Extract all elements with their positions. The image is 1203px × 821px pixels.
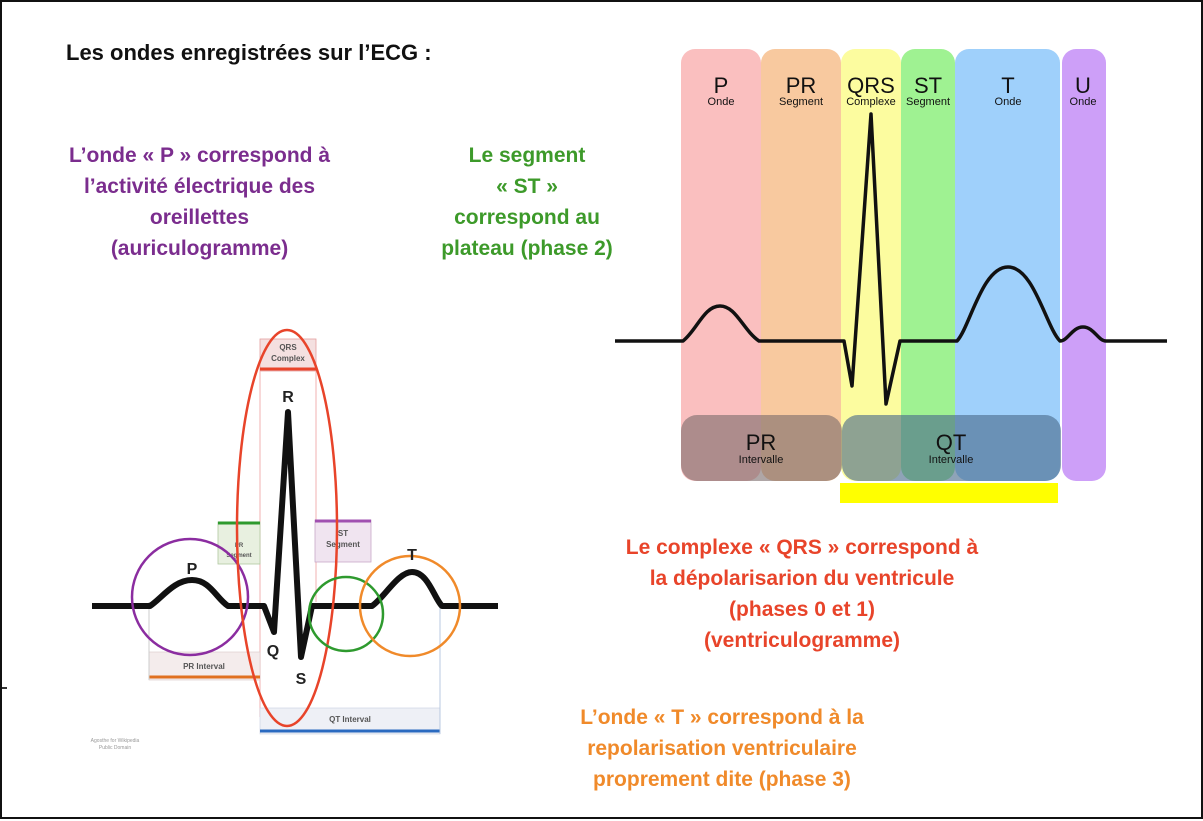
credit-line-1: Agosthe for Wikipedia [91,738,140,744]
credit-line-2: Public Domain [99,745,131,751]
st-segment-label-1: ST [338,529,348,538]
t-circle [358,554,462,658]
p-wave-line: l’activité électrique des [83,175,316,198]
band-u-sub: Onde [1070,96,1097,108]
interval-qt-box [842,415,1061,481]
band-pr-label: PR [786,73,817,98]
wave-bands [681,49,1106,481]
qt-interval-box [259,707,441,735]
p-wave-line: oreillettes [149,206,250,229]
qt-interval-label: QT Interval [329,715,371,724]
band-qrs [841,49,901,481]
ecg-trace [615,112,1167,406]
band-pr [761,49,841,481]
st-line: Le segment [468,144,586,167]
qt-highlight [840,483,1058,503]
band-u-label: U [1075,73,1091,98]
band-p-sub: Onde [708,96,735,108]
st-segment-description: Le segment « ST » correspond au plateau … [397,140,657,264]
qrs-line: (ventriculogramme) [703,629,901,652]
qrs-line: Le complexe « QRS » correspond à [625,536,979,559]
p-wave-description: L’onde « P » correspond à l’activité éle… [32,140,367,264]
left-ecg-trace [92,409,498,660]
qrs-box-label-2: Complex [271,354,305,363]
qrs-complex-description: Le complexe « QRS » correspond à la dépo… [572,532,1032,656]
band-t-label: T [1001,73,1014,98]
interval-qt-label: QT [936,430,967,455]
page-title: Les ondes enregistrées sur l’ECG : [66,40,432,65]
band-qrs-sub: Complexe [846,96,896,108]
st-segment-label-2: Segment [326,540,360,549]
band-st-label: ST [914,73,942,98]
band-qrs-label: QRS [847,73,895,98]
t-line: proprement dite (phase 3) [593,768,851,791]
pr-interval-box [148,651,261,681]
band-u [1062,49,1106,481]
t-line: repolarisation ventriculaire [587,737,857,760]
st-circle [307,575,385,653]
r-letter: R [282,389,294,406]
band-p [681,49,761,481]
interval-pr-box [681,415,842,481]
st-line: correspond au [454,206,600,229]
interval-pr-sub: Intervalle [739,454,784,466]
qrs-box-label-1: QRS [279,343,297,352]
band-st [901,49,955,481]
band-pr-sub: Segment [779,96,823,108]
st-line: « ST » [496,175,558,198]
st-line: plateau (phase 2) [441,237,613,260]
pr-segment-label-2: Segment [226,553,251,559]
band-p-label: P [714,73,729,98]
p-wave-line: L’onde « P » correspond à [68,144,331,167]
qrs-line: la dépolarisarion du ventricule [649,567,955,590]
p-circle [130,537,250,657]
interval-qt-sub: Intervalle [929,454,974,466]
pr-interval-label: PR Interval [183,662,225,671]
band-t [955,49,1060,481]
p-letter: P [187,561,198,578]
qrs-complex-box [259,338,317,372]
s-letter: S [296,671,307,688]
interval-pr-label: PR [746,430,777,455]
t-letter: T [407,547,417,564]
t-wave-description: L’onde « T » correspond à la repolarisat… [522,702,922,795]
qrs-ellipse [235,328,339,728]
p-wave-line: (auriculogramme) [110,237,289,260]
band-st-sub: Segment [906,96,950,108]
qrs-line: (phases 0 et 1) [729,598,875,621]
t-line: L’onde « T » correspond à la [580,706,864,729]
edge-mark [2,687,7,689]
st-segment-box [314,519,372,563]
q-letter: Q [267,643,279,660]
pr-segment-label-1: PR [235,543,244,549]
band-t-sub: Onde [995,96,1022,108]
pr-segment-box [217,521,261,565]
